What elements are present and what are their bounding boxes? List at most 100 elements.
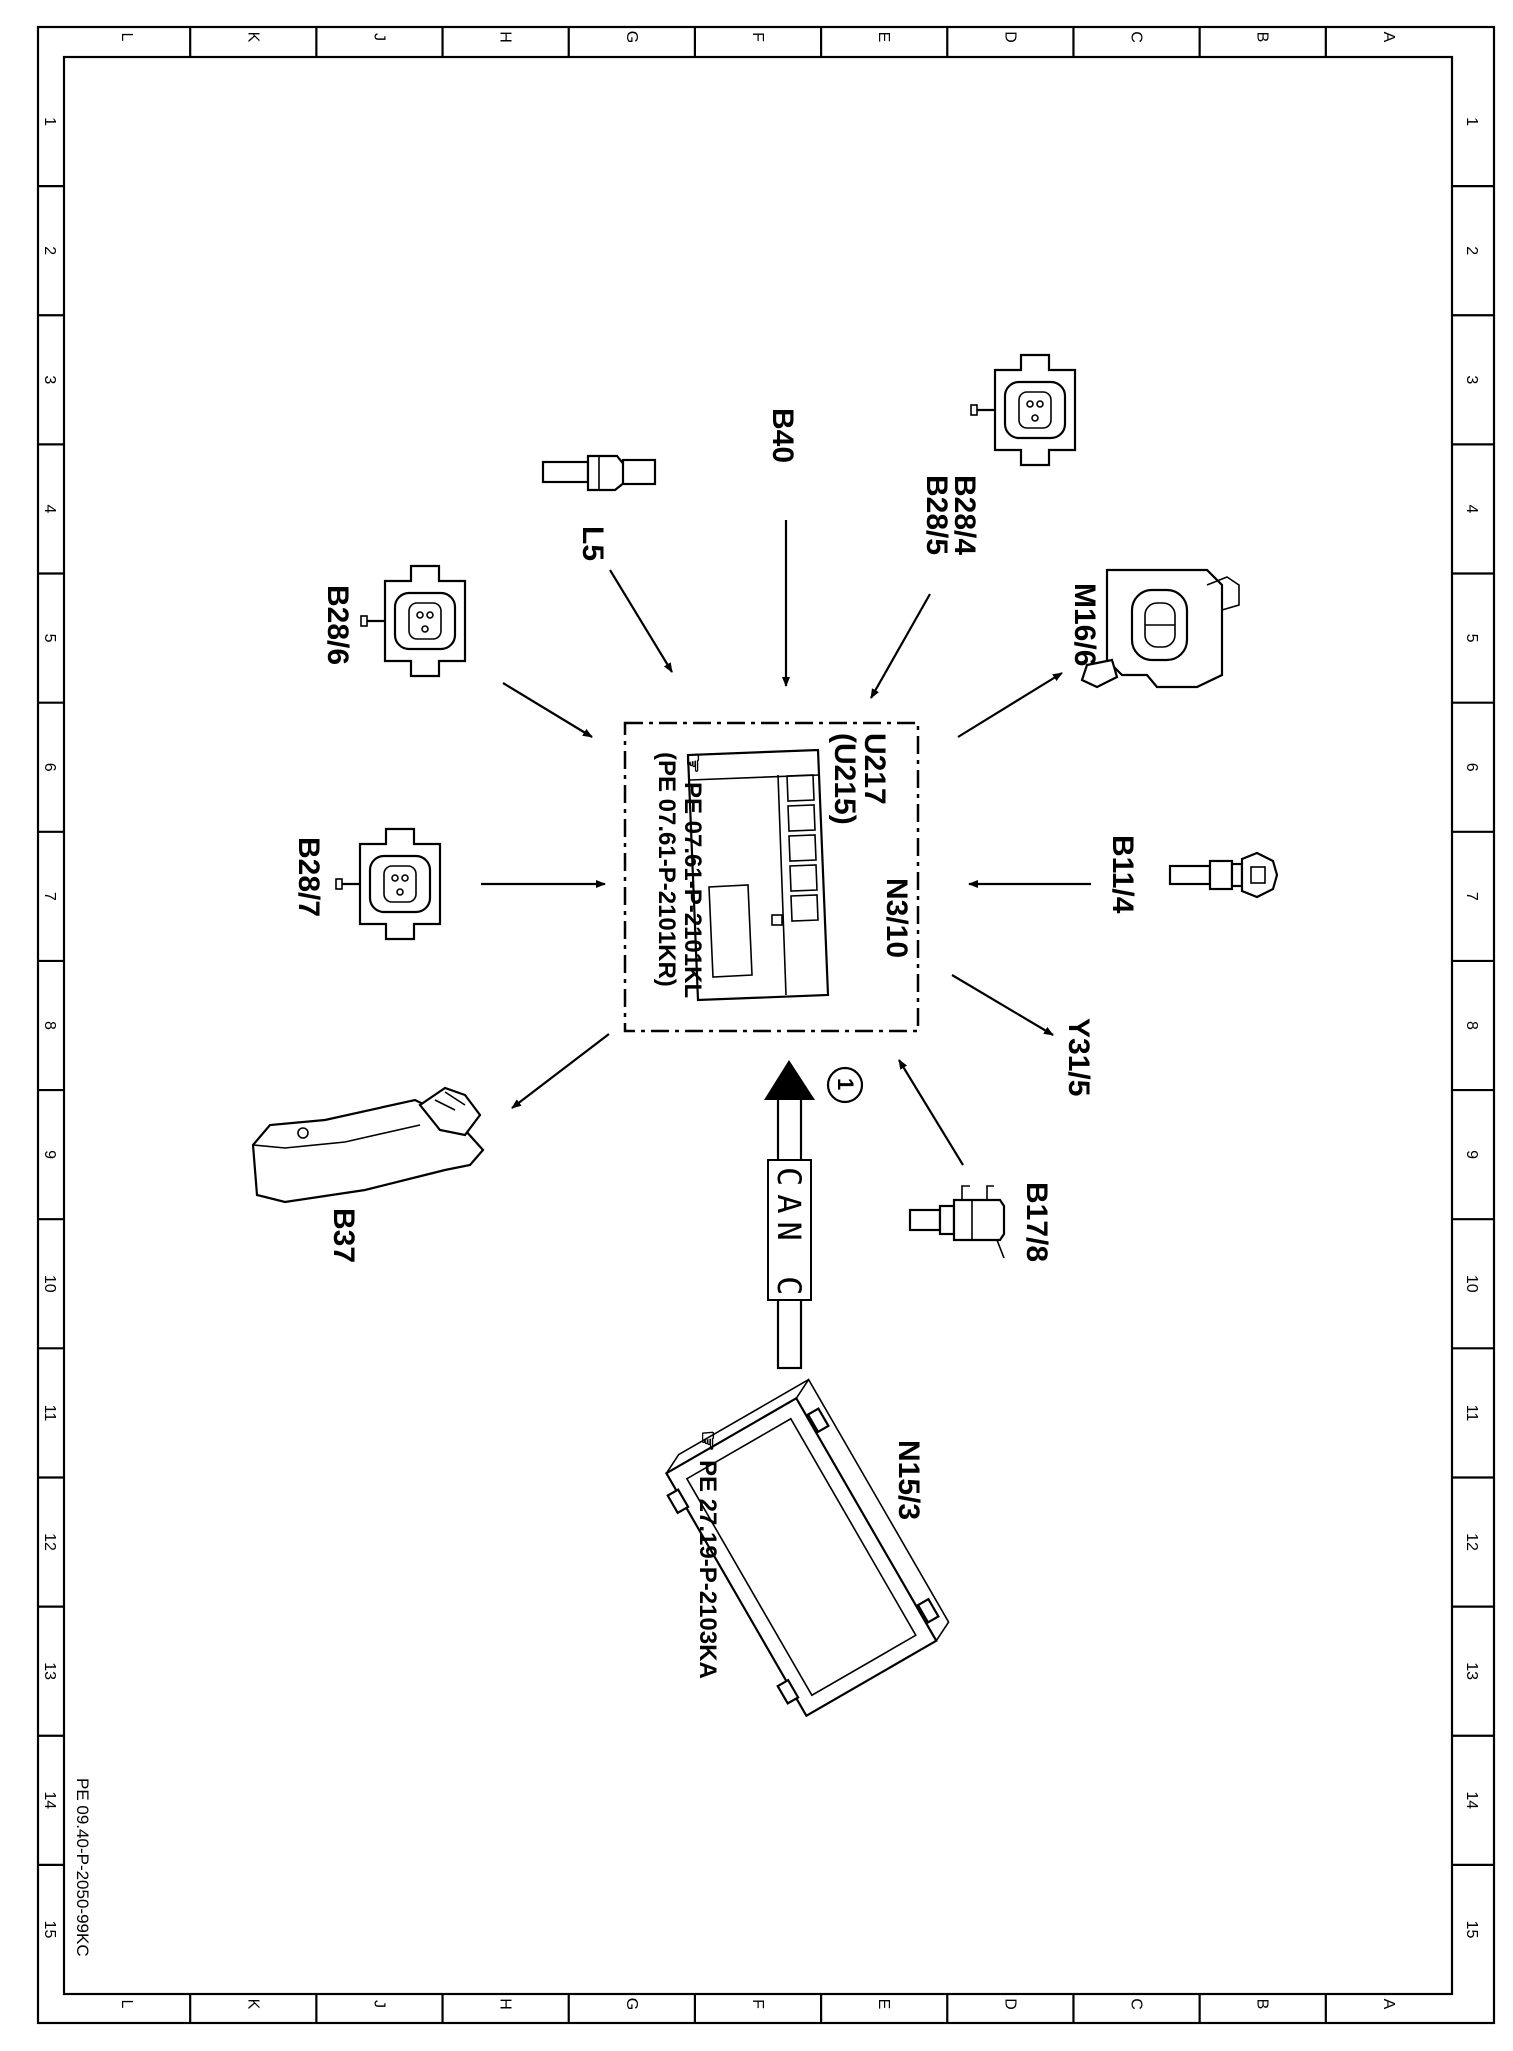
central-unit-variant-1: U217 [858,733,891,805]
label-b28-6: B28/6 [321,585,354,665]
can-bus-label-box [767,1159,812,1301]
grid-row-label: 1 [1463,117,1480,126]
b28-4-sensor-drawing [970,353,1077,467]
hand-pointer-icon: ☞ [694,1430,721,1452]
grid-row-label: 2 [41,246,58,255]
grid-column-label: J [370,2000,387,2008]
b28-6-sensor-drawing [360,564,467,678]
label-b28-4: B28/4 [948,475,981,555]
grid-column-label: A [1380,32,1397,43]
arrow-b37 [511,1033,610,1109]
grid-row-label: 10 [41,1275,58,1293]
label-b28-5: B28/5 [920,475,953,555]
label-m16-6: M16/6 [1068,583,1101,666]
grid-column-label: K [244,1999,261,2010]
grid-row-label: 8 [41,1021,58,1030]
grid-row-label: 11 [41,1405,58,1422]
label-y31-5: Y31/5 [1062,1018,1095,1096]
grid-row-label: 14 [1463,1791,1480,1809]
b11-4-sensor-drawing [1168,851,1279,899]
arrow-b28-4 [870,593,931,699]
l5-sensor-drawing [541,454,657,492]
grid-column-label: J [370,33,387,41]
n15-3-module-drawing [664,1378,950,1718]
grid-column-label: F [749,32,766,42]
grid-row-label: 5 [41,634,58,643]
arrow-b17-8 [898,1059,964,1166]
central-unit-labels: U217 (U215) N3/10 [828,733,913,958]
central-unit-variant-2: (U215) [828,733,861,825]
arrow-y31-5 [951,974,1054,1036]
can-bus-label: CAN C [770,1167,808,1303]
grid-row-label: 1 [41,117,58,126]
grid-column-label: D [1001,31,1018,43]
central-unit-group: U217 (U215) N3/10 ☞ PE 07.61-P-2101KL (P… [623,721,920,1033]
grid-column-label: H [497,31,514,43]
grid-column-label: H [497,1998,514,2010]
grid-row-label: 12 [41,1533,58,1551]
grid-row-label: 15 [41,1921,58,1939]
grid-row-label: 14 [41,1791,58,1809]
grid-row-label: 7 [41,892,58,901]
grid-row-label: 6 [1463,763,1480,772]
central-unit-ref-2: (PE 07.61-P-2101KR) [653,752,680,987]
grid-row-label: 3 [1463,375,1480,384]
grid-column-label: F [749,1999,766,2009]
can-bus-marker: 1 [833,1078,858,1090]
n15-3-ref-text: PE 27.19-P-2103KA [694,1460,721,1679]
central-unit-ref-1: PE 07.61-P-2101KL [679,782,706,998]
grid-column-label: G [623,1998,640,2010]
grid-row-label: 9 [41,1150,58,1159]
grid-row-label: 10 [1463,1275,1480,1293]
grid-column-label: L [118,2000,135,2009]
grid-row-label: 5 [1463,634,1480,643]
grid-column-label: C [1128,31,1145,43]
arrow-b28-6 [502,682,593,738]
grid-row-label: 8 [1463,1021,1480,1030]
grid-row-label: 3 [41,375,58,384]
grid-row-label: 13 [1463,1662,1480,1680]
grid-row-label: 4 [1463,505,1480,514]
component-labels: B28/6 L5 B40 B28/4 B28/5 M16/6 B11/4 B28… [292,408,1139,1679]
grid-column-label: A [1380,1999,1397,2010]
signal-arrows [481,520,1091,1166]
grid-row-label: 15 [1463,1921,1480,1939]
arrow-m16-6 [957,672,1063,738]
b37-pedal-drawing [251,1086,485,1204]
grid-lines [38,27,1494,2023]
grid-column-label: E [875,1999,892,2010]
grid-column-label: L [118,33,135,42]
grid-column-label: B [1254,32,1271,43]
grid-row-label: 6 [41,763,58,772]
grid-row-label: 2 [1463,246,1480,255]
grid-row-label: 13 [41,1662,58,1680]
hand-pointer-icon: ☞ [679,752,706,774]
grid-column-label: K [244,32,261,43]
grid-column-label: E [875,32,892,43]
can-bus-arrow: CAN C 1 [764,1060,864,1370]
grid-row-label: 4 [41,505,58,514]
central-unit-refs: ☞ PE 07.61-P-2101KL (PE 07.61-P-2101KR) [653,752,706,998]
grid-column-label: G [623,31,640,43]
label-b11-4: B11/4 [1106,835,1139,914]
label-b37: B37 [327,1208,360,1263]
can-bus-marker-circle [826,1066,864,1104]
grid-column-label: B [1254,1999,1271,2010]
arrow-l5 [609,569,673,673]
n15-3-ref: ☞ PE 27.19-P-2103KA [694,1430,721,1679]
outer-frame [36,25,1496,2025]
b17-8-sensor-drawing [908,1185,1006,1259]
grid-column-label: D [1001,1998,1018,2010]
grid-row-label: 12 [1463,1533,1480,1551]
label-n15-3: N15/3 [892,1440,925,1520]
central-unit-drawing [686,748,830,1002]
grid-column-label: C [1128,1998,1145,2010]
grid-row-label: 11 [1463,1405,1480,1422]
grid-row-label: 7 [1463,892,1480,901]
label-l5: L5 [576,526,609,561]
label-b40: B40 [766,408,799,463]
central-unit-boundary [623,721,920,1033]
m16-6-throttle-drawing [1080,568,1240,689]
